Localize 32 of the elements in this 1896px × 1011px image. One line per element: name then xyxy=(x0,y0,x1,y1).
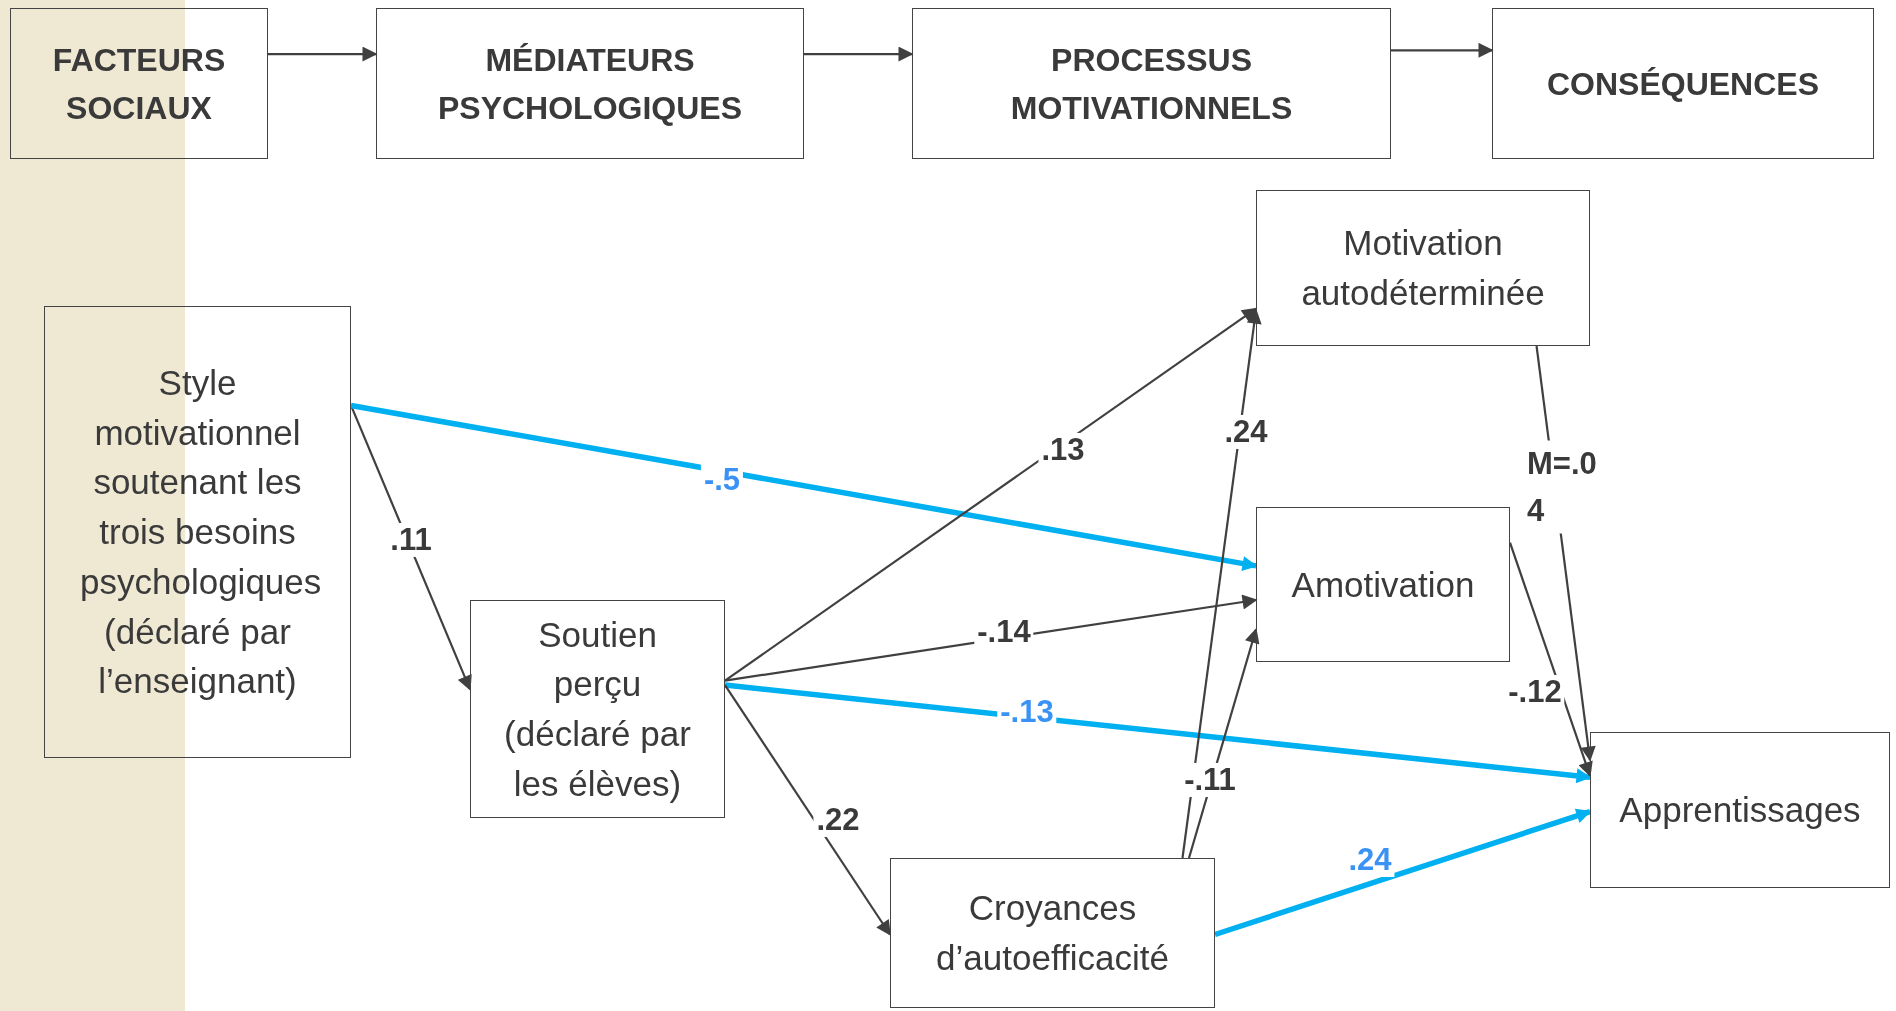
arrow xyxy=(1181,308,1262,859)
node-text: PROCESSUS MOTIVATIONNELS xyxy=(1009,40,1294,128)
arrow xyxy=(350,405,472,691)
node-text: MÉDIATEURS PSYCHOLOGIQUES xyxy=(436,40,743,128)
arrow xyxy=(724,594,1258,682)
node-text: CONSÉQUENCES xyxy=(1545,64,1820,104)
node-text: Amotivation xyxy=(1290,563,1476,606)
variable-box xyxy=(1256,507,1510,662)
variable-box xyxy=(470,600,725,818)
arrow xyxy=(724,307,1258,682)
arrow xyxy=(1391,42,1494,58)
arrow xyxy=(350,402,1258,571)
stage-box xyxy=(1492,8,1874,159)
node-text: Soutien perçu (déclaré par les élèves) xyxy=(503,613,692,805)
node-text: FACTEURS SOCIAUX xyxy=(51,40,227,128)
variable-box xyxy=(1590,732,1890,888)
arrow xyxy=(1214,808,1592,938)
variable-box xyxy=(44,306,351,758)
variable-box xyxy=(1256,190,1590,346)
arrow xyxy=(268,46,378,62)
arrow xyxy=(804,46,914,62)
node-text: Croyances d’autoefficacité xyxy=(935,887,1170,979)
arrow xyxy=(1508,542,1593,778)
stage-box xyxy=(10,8,268,159)
stage-box xyxy=(912,8,1391,159)
node-text: Apprentissages xyxy=(1618,789,1862,832)
node-text: Motivation autodéterminée xyxy=(1300,222,1546,314)
arrow xyxy=(724,682,1592,784)
node-text: Style motivationnel soutenant les trois besoins psychologiques (déclaré par l’enseignant) xyxy=(79,362,323,703)
stage-box xyxy=(376,8,804,159)
arrow xyxy=(724,684,891,936)
variable-box xyxy=(890,858,1215,1008)
